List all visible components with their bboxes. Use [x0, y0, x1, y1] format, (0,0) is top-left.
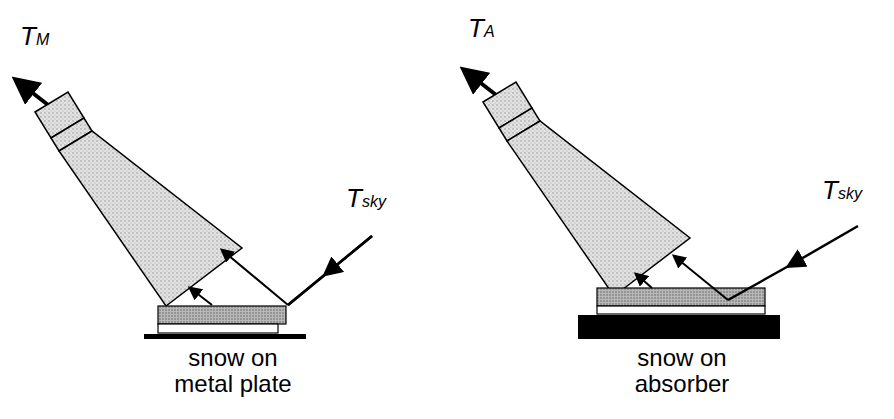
sample-caption: snow on absorber [612, 345, 752, 398]
sample-caption: snow on metal plate [158, 345, 308, 398]
signal-symbol: TM [20, 22, 49, 51]
signal-symbol: Tsky [346, 184, 386, 213]
right-rays [636, 226, 858, 300]
left-rays [190, 236, 372, 305]
signal-symbol: Tsky [822, 176, 862, 205]
left-radiometer [16, 80, 242, 306]
metal-plate-sample [144, 306, 306, 339]
right-radiometer [464, 70, 690, 296]
signal-symbol: TA [468, 14, 495, 43]
absorber-sample [578, 288, 780, 339]
